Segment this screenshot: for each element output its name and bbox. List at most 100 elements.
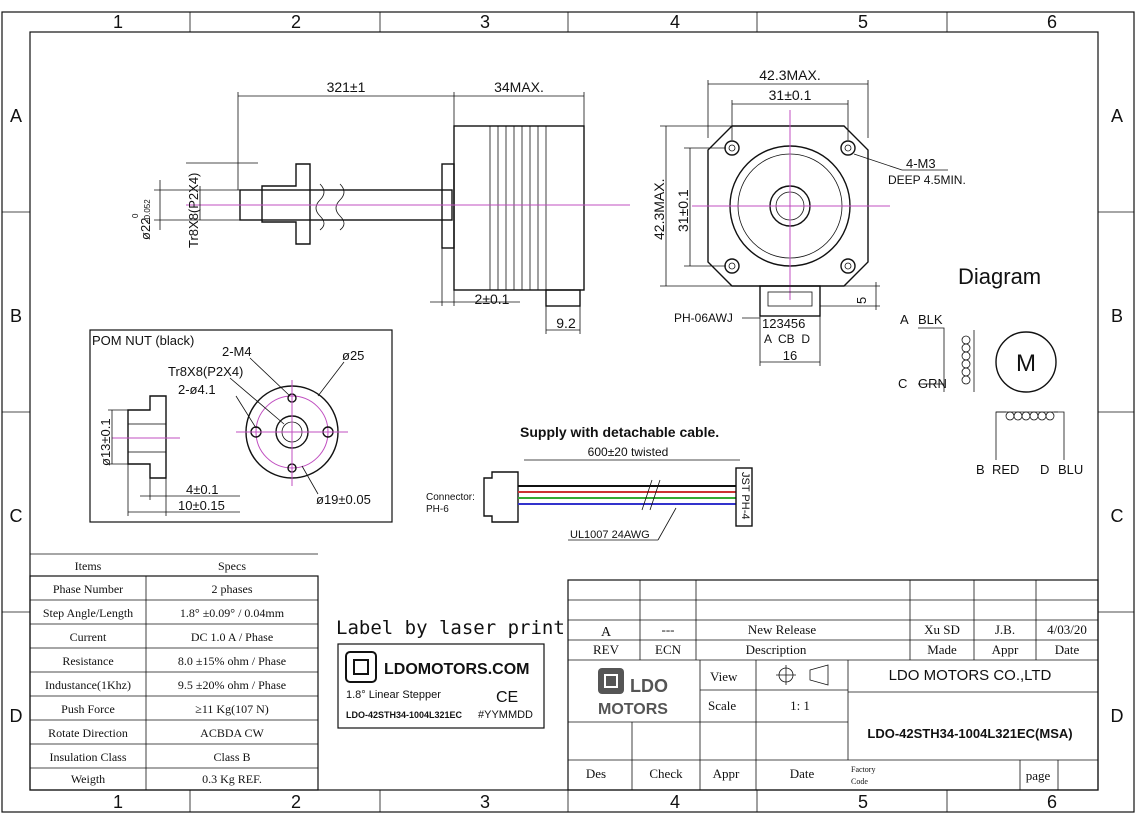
date-header: Date <box>1055 642 1080 657</box>
spec-item: Step Angle/Length <box>43 606 133 620</box>
label-date: #YYMMDD <box>478 709 533 721</box>
cable-title: Supply with detachable cable. <box>520 424 719 440</box>
row-label-d-right: D <box>1111 706 1124 726</box>
connector-front <box>759 285 821 317</box>
connector-type: PH-6 <box>426 504 449 515</box>
footer-date: Date <box>790 766 815 781</box>
side-view: 321±1 34MAX. ø22 0 -0.052 Tr8X8(P2X4) 2±… <box>131 79 630 334</box>
title-block: A --- New Release Xu SD J.B. 4/03/20 REV… <box>567 579 1099 791</box>
pin-letters: A CB D <box>764 332 810 346</box>
ecn-value: --- <box>662 622 675 637</box>
coil-d-color: BLU <box>1058 462 1083 477</box>
view-label: View <box>710 669 738 684</box>
ce-mark: CE <box>496 689 518 706</box>
col-label-3-bottom: 3 <box>480 792 490 812</box>
spec-value: 0.3 Kg REF. <box>202 772 262 786</box>
spec-value: Class B <box>213 750 250 764</box>
laser-label: Label by laser print LDOMOTORS.COM 1.8° … <box>336 617 565 729</box>
footer-check: Check <box>649 766 683 781</box>
spec-value: DC 1.0 A / Phase <box>191 630 273 644</box>
spec-value: 1.8° ±0.09° / 0.04mm <box>180 606 285 620</box>
nut-outline <box>261 163 311 245</box>
company-name: LDO MOTORS CO.,LTD <box>889 667 1052 684</box>
motor-symbol-label: M <box>1016 350 1036 377</box>
appr-value: J.B. <box>995 622 1015 637</box>
col-label-6-bottom: 6 <box>1047 792 1057 812</box>
col-label-1-bottom: 1 <box>113 792 123 812</box>
body-length-dim: 34MAX. <box>494 79 544 95</box>
length-dim: 321±1 <box>327 79 366 95</box>
specs-table: Items Specs Phase Number 2 phases Step A… <box>29 553 319 791</box>
label-caption: Label by laser print <box>336 617 565 639</box>
spec-item: Insulation Class <box>50 750 127 764</box>
label-model: LDO-42STH34-1004L321EC <box>346 710 463 720</box>
shaft-tol-top: 0 <box>131 213 140 218</box>
specs-header-items: Items <box>75 559 102 573</box>
ldo-logo-icon <box>598 668 624 694</box>
row-label-c: C <box>10 506 23 526</box>
pom-nut-title: POM NUT (black) <box>92 333 194 348</box>
front-view: 42.3MAX. 31±0.1 42.3MAX. 31±0.1 4-M3 DEE… <box>651 67 966 366</box>
nut-mount-holes: 2-ø4.1 <box>178 382 216 397</box>
description-header: Description <box>746 642 807 657</box>
rev-value: A <box>601 625 612 640</box>
col-label-4-bottom: 4 <box>670 792 680 812</box>
logo-top: LDO <box>630 676 668 696</box>
spec-item: Current <box>70 630 107 644</box>
spec-item: Industance(1Khz) <box>45 678 131 692</box>
col-label-2: 2 <box>291 12 301 32</box>
logo-icon <box>345 651 377 683</box>
hole-spacing-dim: 31±0.1 <box>769 87 812 103</box>
nut-outer-diameter: ø25 <box>342 348 364 363</box>
coil-b-color: RED <box>992 462 1019 477</box>
part-number: LDO-42STH34-1004L321EC(MSA) <box>867 726 1072 741</box>
front-width-dim: 42.3MAX. <box>759 67 820 83</box>
thread-spec: Tr8X8(P2X4) <box>186 173 201 248</box>
footer-code: Code <box>851 777 868 786</box>
col-label-2-bottom: 2 <box>291 792 301 812</box>
coil-d-label: D <box>1040 462 1049 477</box>
wiring-diagram: Diagram A BLK C GRN M B RED D BLU <box>898 264 1083 477</box>
jst-connector <box>735 467 753 527</box>
coil-b-label: B <box>976 462 985 477</box>
specs-header-specs: Specs <box>218 559 246 573</box>
front-height-dim: 42.3MAX. <box>651 179 667 240</box>
inner-border <box>29 31 1099 791</box>
cable-length: 600±20 twisted <box>588 445 669 459</box>
zone-ticks <box>2 12 1134 812</box>
connector-width-dim: 16 <box>783 348 797 363</box>
spec-item: Resistance <box>62 654 113 668</box>
row-label-d: D <box>10 706 23 726</box>
nut-m4-holes: 2-M4 <box>222 344 252 359</box>
nut-pitch-diameter: ø19±0.05 <box>316 492 371 507</box>
description-value: New Release <box>748 622 816 637</box>
connector-caption: Connector: <box>426 492 475 503</box>
shaft-diameter: ø22 <box>138 218 153 240</box>
coil-c-label: C <box>898 376 907 391</box>
connector-depth-dim: 9.2 <box>556 315 576 331</box>
logo-bottom: MOTORS <box>598 701 668 718</box>
col-label-3: 3 <box>480 12 490 32</box>
motor-body <box>453 125 585 291</box>
footer-page: page <box>1026 768 1051 783</box>
row-label-a-right: A <box>1111 106 1123 126</box>
row-label-b: B <box>10 306 22 326</box>
screw-depth-note: DEEP 4.5MIN. <box>888 173 966 187</box>
boss-diameter: ø13±0.1 <box>98 418 113 466</box>
row-label-c-right: C <box>1111 506 1124 526</box>
connector-side <box>545 289 581 307</box>
spec-value: 8.0 ±15% ohm / Phase <box>178 654 286 668</box>
spec-value: ACBDA CW <box>200 726 264 740</box>
pom-nut-detail: POM NUT (black) ø13±0.1 4±0.1 10±0.15 2-… <box>89 329 393 523</box>
nut-length-dim: 10±0.15 <box>178 498 225 513</box>
vertical-hole-dim: 31±0.1 <box>675 189 691 232</box>
pin-numbers: 123456 <box>762 316 805 331</box>
connector-label: PH-06AWJ <box>674 311 733 325</box>
flange-dim: 4±0.1 <box>186 482 218 497</box>
diagram-title: Diagram <box>958 264 1041 289</box>
appr-header: Appr <box>992 642 1019 657</box>
scale-value: 1: 1 <box>790 698 810 713</box>
footer-des: Des <box>586 766 606 781</box>
coil-c-color: GRN <box>918 376 947 391</box>
